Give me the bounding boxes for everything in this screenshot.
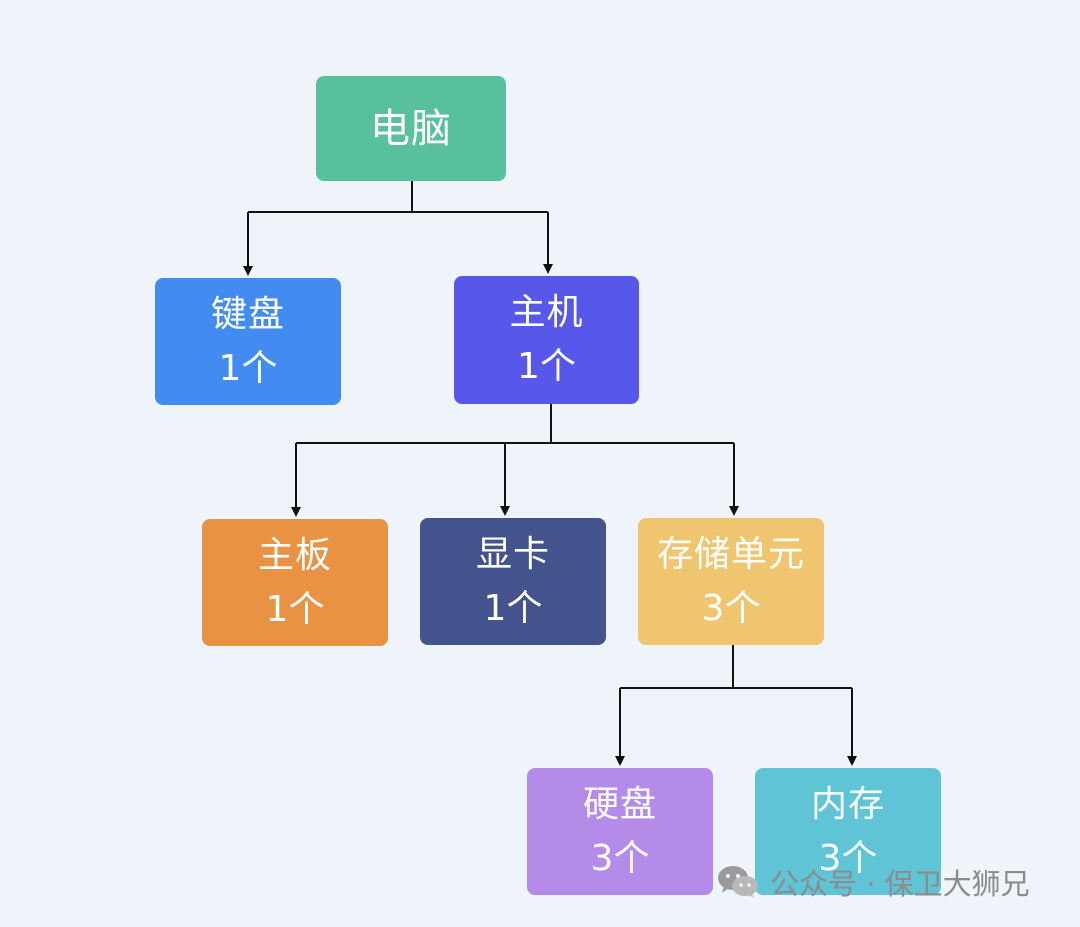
wechat-icon	[718, 866, 758, 898]
node-host-count: 1个	[517, 346, 576, 387]
node-memory-label: 内存	[810, 783, 885, 825]
node-keyboard-count: 1个	[218, 347, 278, 389]
node-hard-disk-count: 3个	[590, 837, 650, 879]
node-storage-unit-label: 存储单元	[656, 533, 805, 575]
node-gpu-count: 1个	[483, 587, 543, 629]
node-computer: 电脑	[316, 76, 506, 181]
node-motherboard-count: 1个	[265, 588, 325, 630]
node-motherboard: 主板 1个	[202, 519, 388, 646]
node-keyboard: 键盘 1个	[155, 278, 341, 405]
node-storage-unit-count: 3个	[701, 587, 761, 629]
watermark-text: 公众号 · 保卫大狮兄	[770, 867, 1030, 901]
node-computer-label: 电脑	[370, 105, 452, 152]
node-motherboard-label: 主板	[257, 534, 332, 576]
node-hard-disk-label: 硬盘	[582, 783, 657, 825]
watermark: 公众号 · 保卫大狮兄	[716, 860, 1030, 904]
node-gpu-label: 显卡	[475, 533, 550, 575]
node-memory-count: 3个	[818, 837, 878, 879]
node-gpu: 显卡 1个	[420, 518, 606, 645]
node-memory: 内存 3个	[755, 768, 941, 895]
node-host: 主机 1个	[454, 276, 639, 404]
connector-root-trunk	[248, 181, 548, 213]
node-storage-unit: 存储单元 3个	[638, 518, 824, 645]
connector-storage-trunk	[620, 645, 852, 689]
node-hard-disk: 硬盘 3个	[527, 768, 713, 895]
connector-host-trunk	[296, 404, 734, 444]
node-host-label: 主机	[509, 292, 584, 333]
node-keyboard-label: 键盘	[210, 293, 285, 335]
